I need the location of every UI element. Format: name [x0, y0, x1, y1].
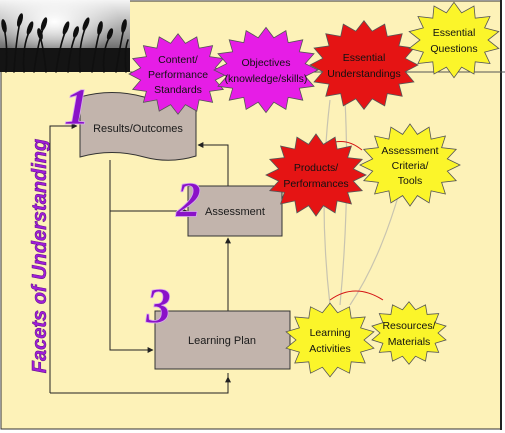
stage-number-2: 2	[175, 171, 201, 227]
products-performances-star: Products/Performances	[265, 133, 367, 217]
assessment-criteria-star-label-line: Criteria/	[392, 160, 429, 172]
objectives-star-label-line: Objectives	[241, 57, 290, 69]
products-performances-star-label-line: Performances	[283, 178, 348, 190]
results-outcomes-box: Results/Outcomes	[79, 92, 197, 161]
objectives-star: Objectives (knowledge/skills)	[213, 26, 319, 114]
assessment-criteria-star-shape	[359, 123, 461, 207]
learning-activities-star-shape	[285, 302, 375, 378]
content-standards-star-shape	[128, 33, 228, 115]
assessment-criteria-star-label-line: Tools	[398, 175, 423, 187]
learning-plan-label: Learning Plan	[188, 335, 256, 347]
learning-activities-star-label-line: Learning	[310, 327, 351, 339]
content-standards-star-label-line: Standards	[154, 84, 202, 96]
stage-number-1: 1	[64, 79, 90, 136]
stage-number-3: 3	[145, 277, 171, 333]
essential-understandings-star-label-line: Essential	[343, 52, 386, 64]
learning-plan-box: Learning Plan	[154, 310, 291, 370]
resources-materials-star-label-line: Materials	[388, 336, 431, 348]
products-performances-star-shape	[265, 133, 367, 217]
objectives-star-label-line: (knowledge/skills)	[225, 73, 308, 85]
essential-understandings-star-label-line: Understandings	[327, 68, 401, 80]
products-performances-star-label-line: Products/	[294, 162, 338, 174]
results-outcomes-label: Results/Outcomes	[93, 123, 183, 135]
assessment-label: Assessment	[205, 206, 265, 218]
content-standards-star-label-line: Content/	[158, 54, 198, 66]
flow-connectors	[49, 96, 231, 394]
content-standards-star-label-line: Performance	[148, 69, 208, 81]
wheat-field-photo	[0, 0, 130, 73]
resources-materials-star: Resources/Materials	[371, 301, 447, 365]
learning-activities-star-label-line: Activities	[309, 343, 350, 355]
essential-understandings-star-shape	[309, 20, 419, 110]
objectives-star-shape	[213, 26, 319, 114]
facets-of-understanding-label: Facets of Understanding	[29, 139, 51, 373]
assessment-criteria-star-label-line: Assessment	[381, 145, 438, 157]
essential-questions-star-label-line: Essential	[433, 27, 476, 39]
resources-materials-star-shape	[371, 301, 447, 365]
assessment-box: Assessment	[187, 185, 283, 237]
essential-questions-star-shape	[408, 1, 500, 79]
resources-materials-star-label-line: Resources/	[382, 320, 435, 332]
essential-questions-star-label-line: Questions	[430, 43, 477, 55]
